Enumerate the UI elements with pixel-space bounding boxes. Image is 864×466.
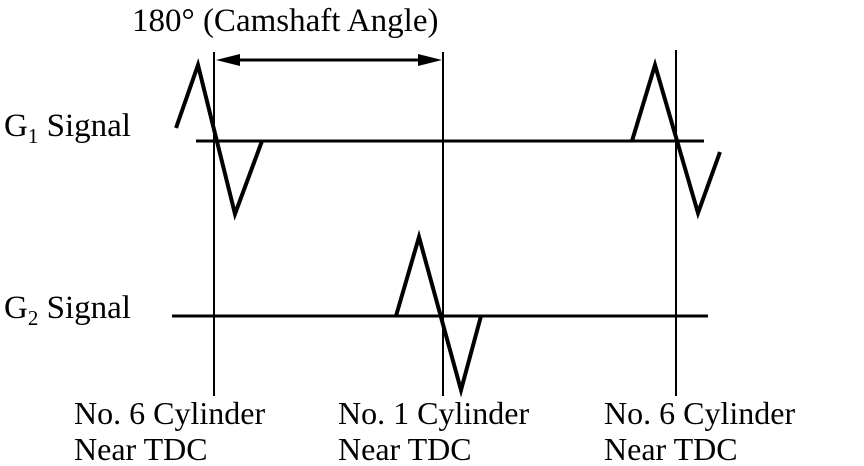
g2-signal-label: G2 Signal xyxy=(4,290,131,330)
marker-label-no1-line1: No. 1 Cylinder xyxy=(338,395,529,431)
g2-pulse xyxy=(394,229,483,398)
marker-label-no6-right-line2: Near TDC xyxy=(604,431,738,466)
dimension-arrow xyxy=(216,54,442,66)
marker-label-no1-line2: Near TDC xyxy=(338,431,472,466)
marker-label-no6-left-line1: No. 6 Cylinder xyxy=(74,395,265,431)
marker-label-no6-right-line1: No. 6 Cylinder xyxy=(604,395,795,431)
g1-pulse-left xyxy=(174,58,264,221)
marker-label-no6-left-line2: Near TDC xyxy=(74,431,208,466)
camshaft-angle-title: 180° (Camshaft Angle) xyxy=(132,3,438,39)
g1-signal-label: G1 Signal xyxy=(4,108,131,148)
g1-pulse-right xyxy=(630,57,722,220)
